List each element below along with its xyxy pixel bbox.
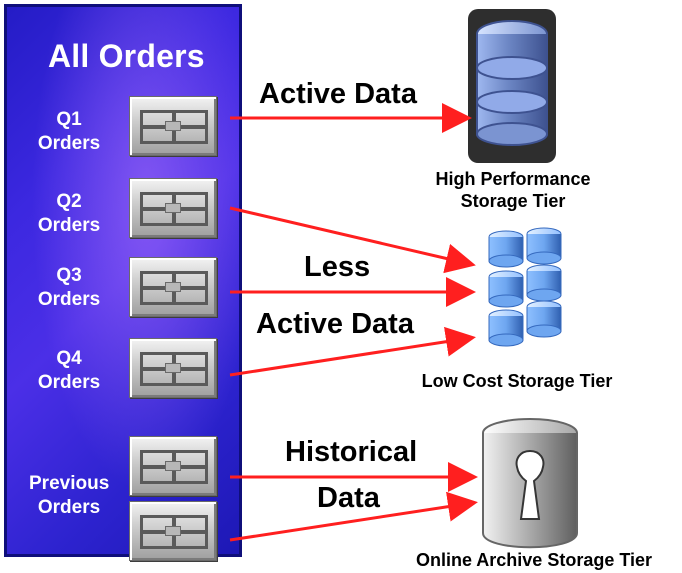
- less-label: Less: [304, 251, 371, 283]
- tray-notch: [165, 526, 181, 536]
- previous-orders-label: Previous Orders: [29, 473, 110, 518]
- data-label: Data: [317, 482, 380, 514]
- previous-orders-tray-icon-2: [129, 501, 217, 561]
- historical-label: Historical: [285, 436, 418, 468]
- tray-notch: [165, 363, 181, 373]
- tray-notch: [165, 461, 181, 471]
- q3-orders-label: Q3 Orders: [37, 265, 101, 310]
- online-archive-tier-label: Online Archive Storage Tier: [415, 550, 653, 570]
- active-data-label: Active Data: [259, 78, 417, 110]
- q4-orders-label: Q4 Orders: [37, 348, 101, 393]
- high-performance-database-icon: [468, 9, 556, 163]
- tray-notch: [165, 203, 181, 213]
- q1-orders-label: Q1 Orders: [37, 109, 101, 154]
- q2-orders-label: Q2 Orders: [37, 191, 101, 236]
- tray-notch: [165, 282, 181, 292]
- low-cost-tier-label: Low Cost Storage Tier: [421, 371, 613, 391]
- panel-title: All Orders: [48, 38, 205, 74]
- q4-orders-tray-icon: [129, 338, 217, 398]
- high-performance-tier-label: High Performance Storage Tier: [435, 169, 591, 211]
- q1-orders-tray-icon: [129, 96, 217, 156]
- active-data-label-2: Active Data: [256, 308, 414, 340]
- low-cost-storage-icon: [488, 227, 562, 347]
- q3-orders-tray-icon: [129, 257, 217, 317]
- previous-orders-tray-icon-1: [129, 436, 217, 496]
- tray-notch: [165, 121, 181, 131]
- all-orders-panel: All Orders Q1 Orders Q2 Orders Q3 Orders…: [4, 4, 242, 561]
- q2-orders-tray-icon: [129, 178, 217, 238]
- online-archive-database-icon: [482, 418, 578, 549]
